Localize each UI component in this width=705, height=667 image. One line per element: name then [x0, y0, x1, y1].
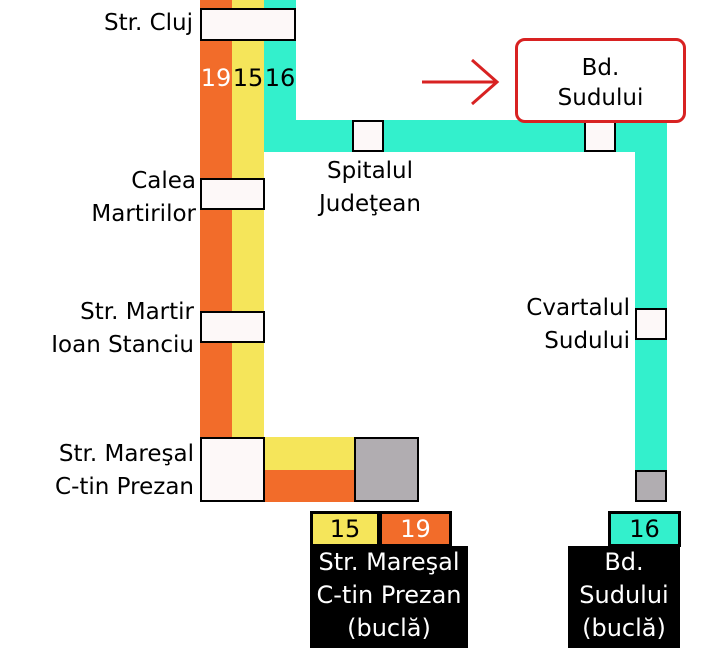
stop-label-maresal-prezan: Str. Mareşal C-tin Prezan	[55, 441, 194, 500]
stop-marker-maresal-prezan[interactable]	[200, 437, 265, 502]
stop-marker-martir-stanciu[interactable]	[200, 311, 265, 343]
route-19-number: 19	[200, 64, 232, 92]
terminal-label-sudului: Bd. Sudului (buclă)	[568, 546, 680, 648]
route-15-number: 15	[232, 64, 264, 92]
stop-label-spitalul-judetean: Spitalul Judeţean	[319, 158, 421, 217]
stop-label-cvartalul-sudului: Cvartalul Sudului	[526, 295, 630, 354]
terminus-marker-prezan[interactable]	[354, 437, 419, 502]
terminal-prezan-route-15-badge: 15	[310, 511, 380, 547]
stop-label-martir-stanciu: Str. Martir Ioan Stanciu	[51, 299, 194, 358]
stop-marker-bd-sudului[interactable]	[584, 120, 616, 152]
stop-marker-cvartalul-sudului[interactable]	[635, 308, 667, 340]
route-15-band-vertical	[232, 0, 264, 470]
route-16-number: 16	[264, 64, 296, 92]
terminal-sudului-route-16-badge: 16	[608, 511, 681, 547]
stop-label-calea-martirilor: Calea Martirilor	[91, 168, 196, 227]
terminus-marker-sudului[interactable]	[635, 470, 667, 502]
stop-marker-calea-martirilor[interactable]	[200, 178, 265, 210]
route-19-band-vertical	[200, 0, 232, 502]
stop-label-bd-sudului: Bd. Sudului	[557, 55, 644, 111]
pointer-arrow-icon	[422, 58, 500, 106]
terminal-prezan-route-19-badge: 19	[379, 511, 452, 547]
stop-marker-cluj[interactable]	[200, 8, 296, 41]
route-16-band-right-vertical	[635, 120, 667, 472]
terminal-label-prezan: Str. Mareşal C-tin Prezan (buclă)	[310, 546, 468, 648]
highlight-box-bd-sudului	[515, 38, 686, 123]
stop-label-cluj: Str. Cluj	[103, 10, 193, 36]
stop-marker-spitalul-judetean[interactable]	[352, 120, 384, 152]
